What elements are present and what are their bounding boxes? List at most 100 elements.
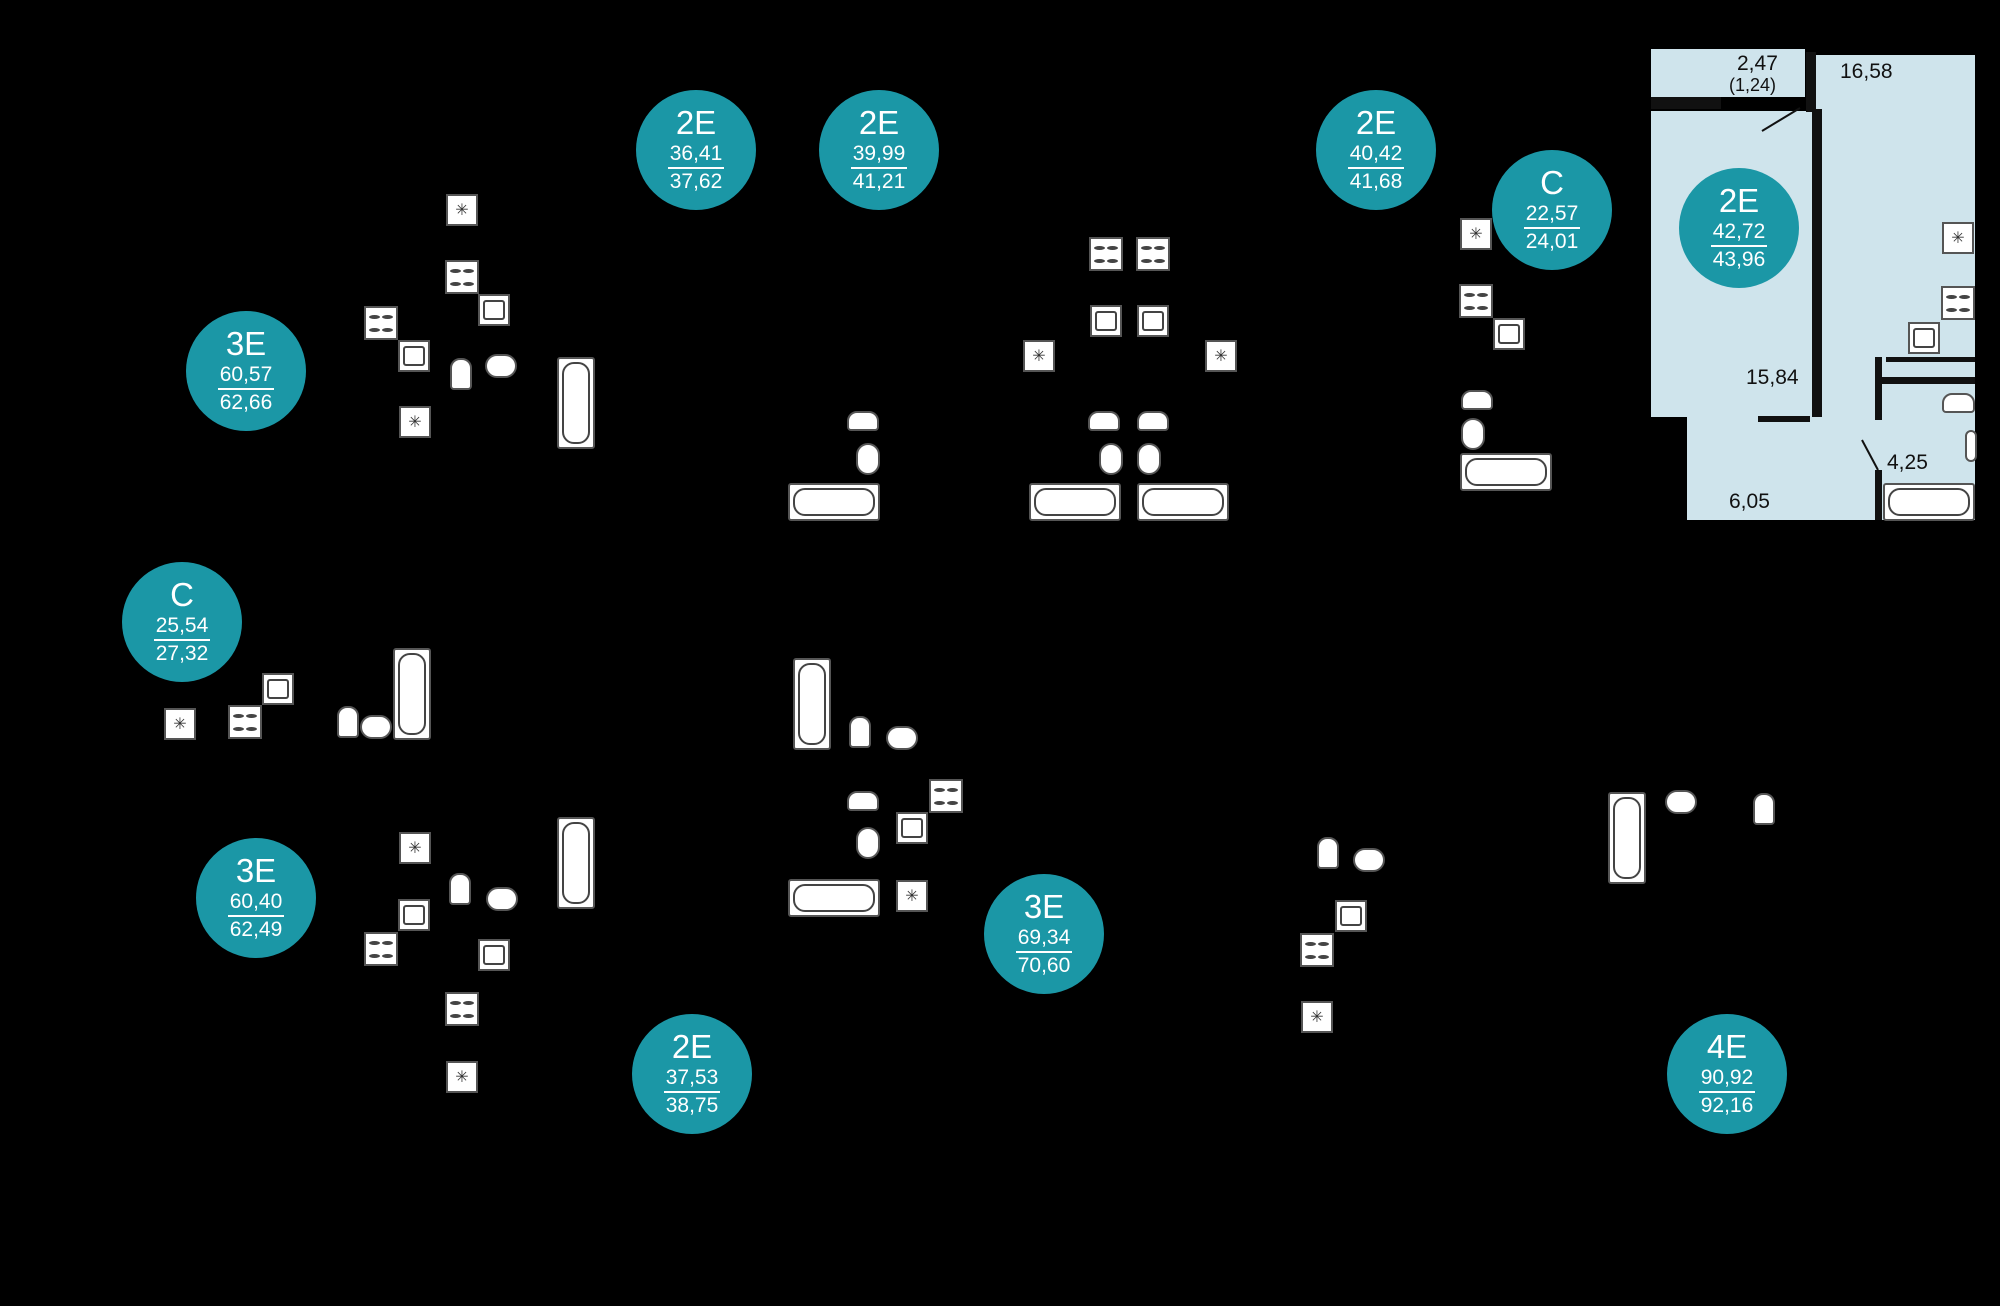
sink-icon	[1493, 318, 1525, 350]
apartment-total-area: 27,32	[155, 642, 209, 665]
burner	[1318, 941, 1329, 946]
toilet-icon	[847, 411, 879, 431]
stove-icon	[1300, 933, 1334, 967]
burner	[450, 281, 461, 286]
burner	[1107, 245, 1118, 250]
apartment-type: 2E	[1718, 182, 1760, 219]
burner	[450, 268, 461, 273]
apartment-badge-3e-69-34[interactable]: 3E 69,34 70,60	[984, 874, 1104, 994]
burner	[369, 953, 380, 958]
toilet-icon	[1461, 390, 1493, 410]
burner	[382, 940, 393, 945]
vent-icon: ✳	[1460, 218, 1492, 250]
bathtub-icon	[1883, 483, 1975, 521]
burner	[1477, 292, 1488, 297]
sink-basin	[403, 905, 425, 925]
apartment-badge-3e-60-40[interactable]: 3E 60,40 62,49	[196, 838, 316, 958]
bathroom-area-label: 4,25	[1887, 451, 1928, 474]
burner	[382, 327, 393, 332]
burner	[1141, 245, 1152, 250]
bathtub-basin	[793, 884, 875, 912]
hall-fill	[1687, 417, 1877, 520]
washbasin-icon	[1353, 848, 1385, 872]
stove-icon	[1459, 284, 1493, 318]
washbasin-icon	[1965, 430, 1977, 462]
bathtub-basin	[1613, 797, 1641, 879]
burner	[1959, 307, 1970, 312]
washbasin-icon	[1461, 418, 1485, 450]
wall-segment	[1812, 109, 1822, 417]
bathtub-basin	[1034, 488, 1116, 516]
burner	[1464, 305, 1475, 310]
burner	[934, 787, 945, 792]
apartment-badge-4e-90-92[interactable]: 4E 90,92 92,16	[1667, 1014, 1787, 1134]
vent-icon: ✳	[896, 880, 928, 912]
burner	[1464, 292, 1475, 297]
apartment-badge-2e-42-72[interactable]: 2E 42,72 43,96	[1679, 168, 1799, 288]
bathtub-basin	[1465, 458, 1547, 486]
apartment-badge-3e-60-57[interactable]: 3E 60,57 62,66	[186, 311, 306, 431]
burner	[246, 726, 257, 731]
stove-icon	[364, 932, 398, 966]
washbasin-icon	[486, 887, 518, 911]
burner	[369, 327, 380, 332]
washbasin-icon	[485, 354, 517, 378]
burner	[450, 1013, 461, 1018]
apartment-total-area: 24,01	[1525, 230, 1579, 253]
apartment-badge-2e-39-99[interactable]: 2E 39,99 41,21	[819, 90, 939, 210]
apartment-type: 3E	[1023, 888, 1065, 925]
apartment-badge-2e-40-42[interactable]: 2E 40,42 41,68	[1316, 90, 1436, 210]
apartment-type: 4E	[1706, 1028, 1748, 1065]
sink-basin	[1498, 324, 1520, 344]
sink-basin	[483, 945, 505, 965]
apartment-type: C	[170, 576, 194, 613]
bathtub-basin	[398, 653, 426, 735]
apartment-total-area: 70,60	[1017, 954, 1071, 977]
burner	[1959, 294, 1970, 299]
sink-icon	[1335, 900, 1367, 932]
apartment-living-area: 60,40	[227, 889, 285, 917]
apartment-badge-2e-37-53[interactable]: 2E 37,53 38,75	[632, 1014, 752, 1134]
wall-segment	[1758, 416, 1810, 422]
washbasin-icon	[886, 726, 918, 750]
bathtub-icon	[788, 879, 880, 917]
apartment-type: 2E	[675, 104, 717, 141]
burner	[1946, 294, 1957, 299]
washbasin-icon	[1665, 790, 1697, 814]
sink-basin	[267, 679, 289, 699]
burner	[233, 713, 244, 718]
apartment-type: 2E	[858, 104, 900, 141]
highlighted-unit-fill	[1651, 49, 1975, 520]
wall-segment	[1651, 97, 1721, 109]
vent-icon: ✳	[446, 194, 478, 226]
toilet-icon	[1088, 411, 1120, 431]
vent-icon: ✳	[1205, 340, 1237, 372]
burner	[463, 1000, 474, 1005]
apartment-badge-c-25-54[interactable]: C 25,54 27,32	[122, 562, 242, 682]
apartment-total-area: 92,16	[1700, 1094, 1754, 1117]
apartment-total-area: 41,68	[1349, 170, 1403, 193]
burner	[463, 268, 474, 273]
balcony-reduced-area-label: (1,24)	[1729, 75, 1777, 95]
apartment-total-area: 43,96	[1712, 248, 1766, 271]
apartment-living-area: 36,41	[667, 141, 725, 169]
bathtub-icon	[788, 483, 880, 521]
sink-icon	[398, 340, 430, 372]
sink-icon	[1090, 305, 1122, 337]
burner	[1094, 258, 1105, 263]
stove-icon	[1136, 237, 1170, 271]
burner	[369, 314, 380, 319]
toilet-icon	[1753, 793, 1775, 825]
stove-icon	[1941, 286, 1975, 320]
apartment-badge-c-22-57[interactable]: C 22,57 24,01	[1492, 150, 1612, 270]
stove-icon	[929, 779, 963, 813]
apartment-total-area: 62,49	[229, 918, 283, 941]
apartment-badge-2e-36-41[interactable]: 2E 36,41 37,62	[636, 90, 756, 210]
vent-icon: ✳	[1023, 340, 1055, 372]
stove-icon	[445, 992, 479, 1026]
burner	[1318, 954, 1329, 959]
bathtub-icon	[1029, 483, 1121, 521]
bathtub-icon	[393, 648, 431, 740]
apartment-living-area: 39,99	[850, 141, 908, 169]
sink-icon	[1908, 322, 1940, 354]
